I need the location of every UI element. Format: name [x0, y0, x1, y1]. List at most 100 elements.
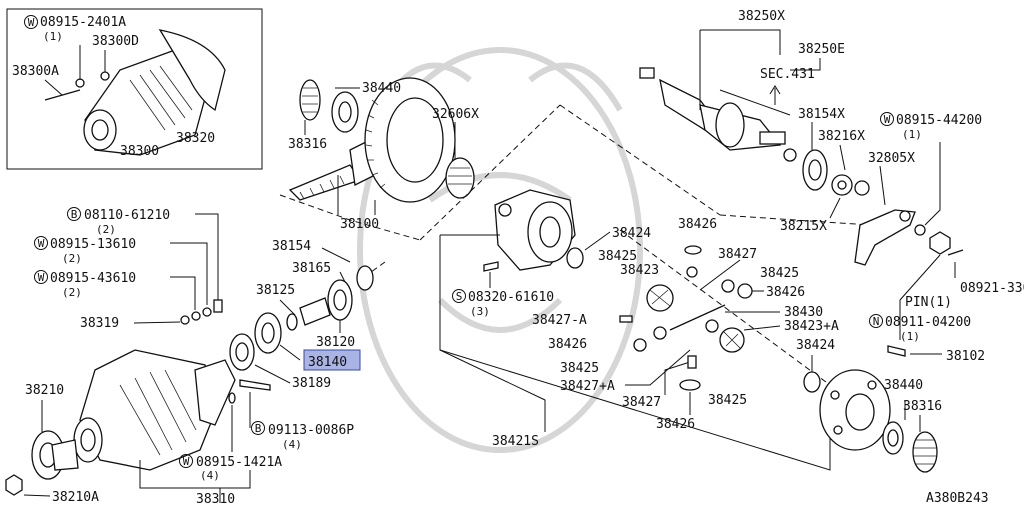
differential-case-38421S — [494, 189, 576, 271]
label-08110-61210: B 08110-61210 (2) — [67, 207, 219, 300]
label-38316-bot: 38316 — [903, 399, 942, 414]
spacer-38165 — [299, 297, 331, 326]
label-38300: 38300 — [120, 144, 159, 159]
label-32805X: 32805X — [868, 151, 915, 166]
label-38423A: 38423+A — [784, 319, 839, 334]
label-38427A: 38427-A — [532, 313, 587, 328]
label-38425-d: 38425 — [708, 393, 747, 408]
washer-38426-d — [679, 379, 701, 391]
label-08915-2401A: W 08915-2401A (1) — [24, 15, 126, 80]
svg-text:(1): (1) — [900, 330, 920, 343]
seal-38154 — [356, 265, 374, 291]
bearing-38316-bot — [912, 431, 938, 473]
label-38100: 38100 — [340, 217, 379, 232]
side-bearing-32606X — [445, 157, 475, 199]
svg-text:(2): (2) — [62, 252, 82, 265]
svg-text:(1): (1) — [43, 30, 63, 43]
label-38300D: 38300D — [92, 34, 139, 49]
label-09113-0086P: B 09113-0086P (4) — [249, 392, 354, 451]
svg-text:08110-61210: 08110-61210 — [84, 208, 170, 223]
label-38427-a: 38427 — [718, 247, 757, 262]
svg-text:08915-1421A: 08915-1421A — [196, 455, 282, 470]
washer-38426-a — [684, 245, 702, 255]
label-08915-43610: W 08915-43610 (2) — [34, 270, 196, 310]
label-38210A: 38210A — [52, 490, 99, 505]
gear-carrier-38310 — [73, 349, 236, 471]
watermark-logo — [357, 47, 643, 453]
svg-text:B: B — [71, 208, 78, 221]
label-08921-33000: 08921-33000 — [960, 281, 1024, 296]
label-38425-b: 38425 — [760, 266, 799, 281]
label-38154: 38154 — [272, 239, 311, 254]
label-08915-44200: W 08915-44200 (1) — [880, 112, 982, 226]
label-38421S: 38421S — [492, 434, 539, 449]
svg-text:(3): (3) — [470, 305, 490, 318]
svg-text:08320-61610: 08320-61610 — [468, 290, 554, 305]
pin-icon — [947, 249, 964, 256]
label-38425-a: 38425 — [598, 249, 637, 264]
label-32606X: 32606X — [432, 107, 479, 122]
svg-text:W: W — [38, 237, 45, 250]
label-38189: 38189 — [292, 376, 331, 391]
svg-text:(4): (4) — [200, 469, 220, 482]
bolt-08320-61610 — [483, 261, 499, 272]
svg-text:08911-04200: 08911-04200 — [885, 315, 971, 330]
label-38424-b: 38424 — [796, 338, 835, 353]
label-08911-04200: N 08911-04200 (1) — [869, 314, 971, 343]
svg-text:B: B — [255, 422, 262, 435]
bearing-38120 — [327, 279, 353, 321]
sec-arrow-icon — [769, 85, 781, 105]
label-38440-bot: 38440 — [884, 378, 923, 393]
label-38125: 38125 — [256, 283, 295, 298]
yoke-32805X — [854, 209, 916, 266]
svg-text:09113-0086P: 09113-0086P — [268, 423, 354, 438]
washer-38426-b — [737, 283, 753, 299]
differential-case-right — [819, 369, 891, 451]
svg-text:08915-13610: 08915-13610 — [50, 237, 136, 252]
pinion-gear-38423A — [719, 327, 745, 353]
svg-text:W: W — [183, 455, 190, 468]
label-38154X: 38154X — [798, 107, 845, 122]
label-38424-a: 38424 — [612, 226, 651, 241]
label-38310: 38310 — [196, 492, 235, 507]
svg-text:W: W — [28, 16, 35, 29]
svg-text:(4): (4) — [282, 438, 302, 451]
bolts-washers-stack — [180, 299, 223, 325]
highlight-38140[interactable] — [303, 349, 361, 371]
bearing-38440-bot — [882, 421, 904, 455]
label-38426-c: 38426 — [548, 337, 587, 352]
label-38140[interactable]: 38140 — [308, 355, 347, 370]
inset-frame — [6, 8, 263, 170]
inset-carrier-assembly — [44, 29, 226, 156]
label-38120: 38120 — [316, 335, 355, 350]
thrust-washer-38424 — [566, 247, 584, 269]
label-38320: 38320 — [176, 131, 215, 146]
svg-text:(1): (1) — [902, 128, 922, 141]
oil-seal-38189 — [229, 333, 255, 371]
label-38300A: 38300A — [12, 64, 59, 79]
label-38102: 38102 — [946, 349, 985, 364]
oil-seal-38154X — [802, 149, 828, 191]
label-38440-top: 38440 — [362, 81, 401, 96]
bearing-38440-top — [331, 91, 359, 133]
svg-text:08915-44200: 08915-44200 — [896, 113, 982, 128]
label-38250X: 38250X — [738, 9, 785, 24]
label-38427plusA: 38427+A — [560, 379, 615, 394]
nut-icon — [929, 231, 951, 255]
label-38215X: 38215X — [780, 219, 827, 234]
svg-text:(2): (2) — [62, 286, 82, 299]
label-38425-c: 38425 — [560, 361, 599, 376]
assembly-guide-upper — [279, 104, 721, 281]
label-08915-13610: W 08915-13610 (2) — [34, 236, 208, 305]
svg-text:08915-2401A: 08915-2401A — [40, 15, 126, 30]
label-38427-b: 38427 — [622, 395, 661, 410]
label-08320-61610: S 08320-61610 (3) — [452, 272, 554, 318]
label-38430: 38430 — [784, 305, 823, 320]
label-38423: 38423 — [620, 263, 659, 278]
label-38216X: 38216X — [818, 129, 865, 144]
pinion-shaft-38430 — [669, 304, 726, 331]
label-38319: 38319 — [80, 316, 119, 331]
bolt-09113-0086P — [239, 379, 271, 391]
